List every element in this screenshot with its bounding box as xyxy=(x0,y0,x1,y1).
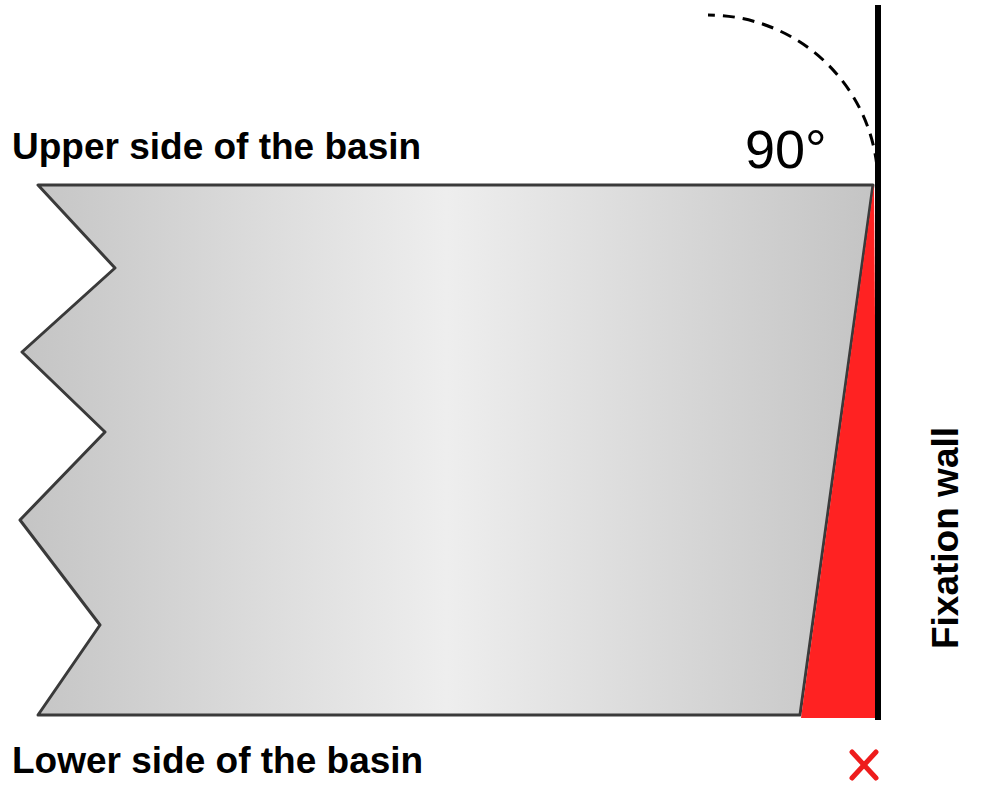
angle-label: 90° xyxy=(745,122,827,176)
angle-arc xyxy=(708,15,878,185)
side-label: Upper side of the basin xyxy=(12,128,421,165)
fixation-wall-line xyxy=(875,5,881,720)
error-cross xyxy=(852,752,876,778)
gap-wedge xyxy=(801,185,878,718)
wall-label: Fixation wall xyxy=(927,427,964,649)
basin-section xyxy=(20,185,873,715)
side-label: Lower side of the basin xyxy=(12,742,423,779)
